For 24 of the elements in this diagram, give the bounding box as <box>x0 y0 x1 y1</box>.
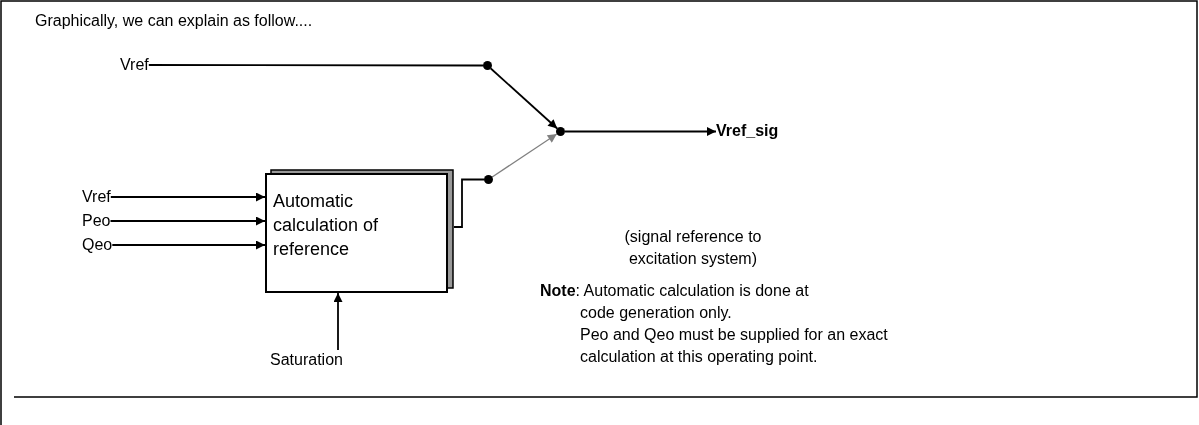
arrow <box>489 67 559 130</box>
signal-label: Peo <box>82 211 111 231</box>
junction-dot <box>483 61 492 70</box>
connector-line <box>147 64 484 67</box>
arrow <box>109 216 266 226</box>
caption-text: (signal reference to excitation system) <box>623 227 763 269</box>
arrow <box>491 133 558 178</box>
connector-line <box>453 178 485 228</box>
signal-label: Qeo <box>82 235 113 255</box>
process-box <box>265 169 454 293</box>
box-text: Automatic calculation of reference <box>273 190 380 261</box>
note-text: Peo and Qeo must be supplied for an exact calculation at this operating point. <box>580 325 889 367</box>
signal-label: Saturation <box>270 350 343 370</box>
junction-dot <box>556 127 565 136</box>
arrow <box>564 127 717 136</box>
intro-text: Graphically, we can explain as follow.... <box>35 11 314 31</box>
output-signal-label: Vref_sig <box>716 121 779 141</box>
junction-dot <box>484 175 493 184</box>
arrow <box>109 192 266 202</box>
note-text: Note: Automatic calculation is done at code generation only. <box>540 281 810 323</box>
arrow <box>111 240 266 250</box>
signal-label: Vref <box>120 55 149 75</box>
arrow <box>333 292 343 351</box>
signal-label: Vref <box>82 187 111 207</box>
